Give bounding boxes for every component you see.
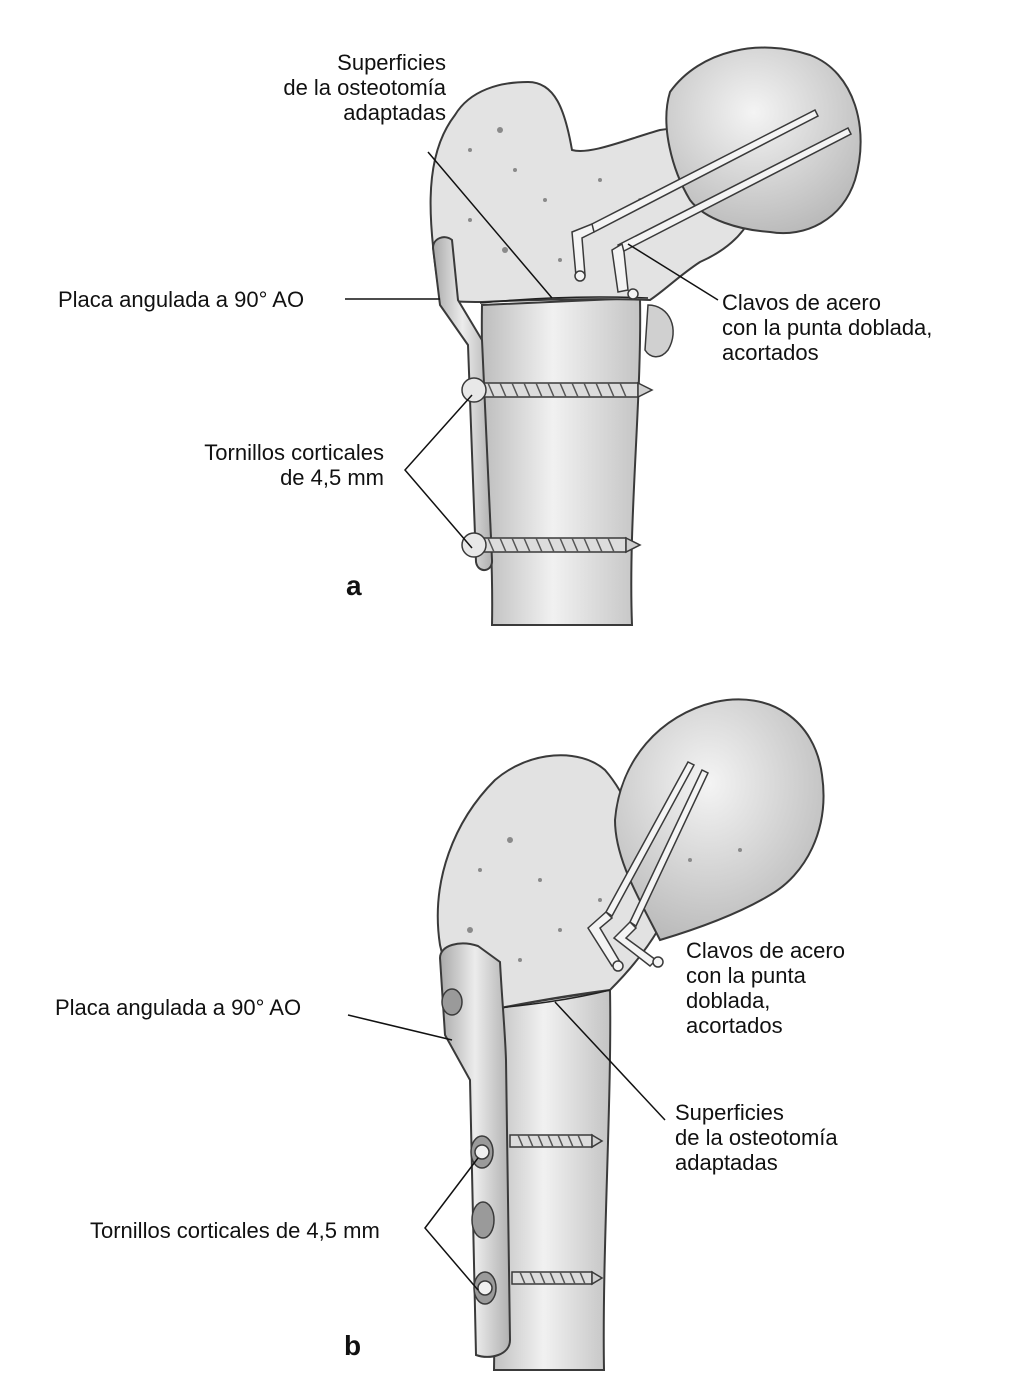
panel-b-bone-texture <box>467 837 742 962</box>
panel-a-label-pins: Clavos de acero con la punta doblada, ac… <box>722 290 933 365</box>
panel-a-lesser-trochanter <box>644 304 674 358</box>
panel-a-cortical-screws <box>461 377 654 558</box>
panel-a-label-plate: Placa angulada a 90° AO <box>58 287 305 312</box>
panel-a-label-screws: Tornillos corticales de 4,5 mm <box>204 440 384 490</box>
panel-a-femur-shaft <box>480 296 642 626</box>
panel-b-cortical-screws <box>474 1133 604 1296</box>
panel-b-letter: b <box>344 1330 362 1361</box>
panel-b-steel-pins <box>587 761 709 972</box>
panel-b-label-screws: Tornillos corticales de 4,5 mm <box>90 1218 380 1243</box>
panel-a-letter: a <box>346 570 362 601</box>
panel-b-femoral-head <box>613 698 825 942</box>
panel-b-label-plate: Placa angulada a 90° AO <box>55 995 302 1020</box>
panel-a-angled-plate <box>431 236 493 571</box>
panel-a-label-osteotomy: Superficies de la osteotomía adaptadas <box>283 50 446 125</box>
panel-a-leader-lines <box>345 151 719 549</box>
panel-b-label-osteotomy: Superficies de la osteotomía adaptadas <box>675 1100 838 1175</box>
panel-b-leader-lines <box>347 1001 666 1291</box>
panel-b-drawing <box>347 698 825 1371</box>
panel-a-drawing <box>345 46 862 626</box>
panel-b-label-pins: Clavos de acero con la punta doblada, ac… <box>686 938 845 1038</box>
panel-a-steel-pins <box>571 108 853 300</box>
